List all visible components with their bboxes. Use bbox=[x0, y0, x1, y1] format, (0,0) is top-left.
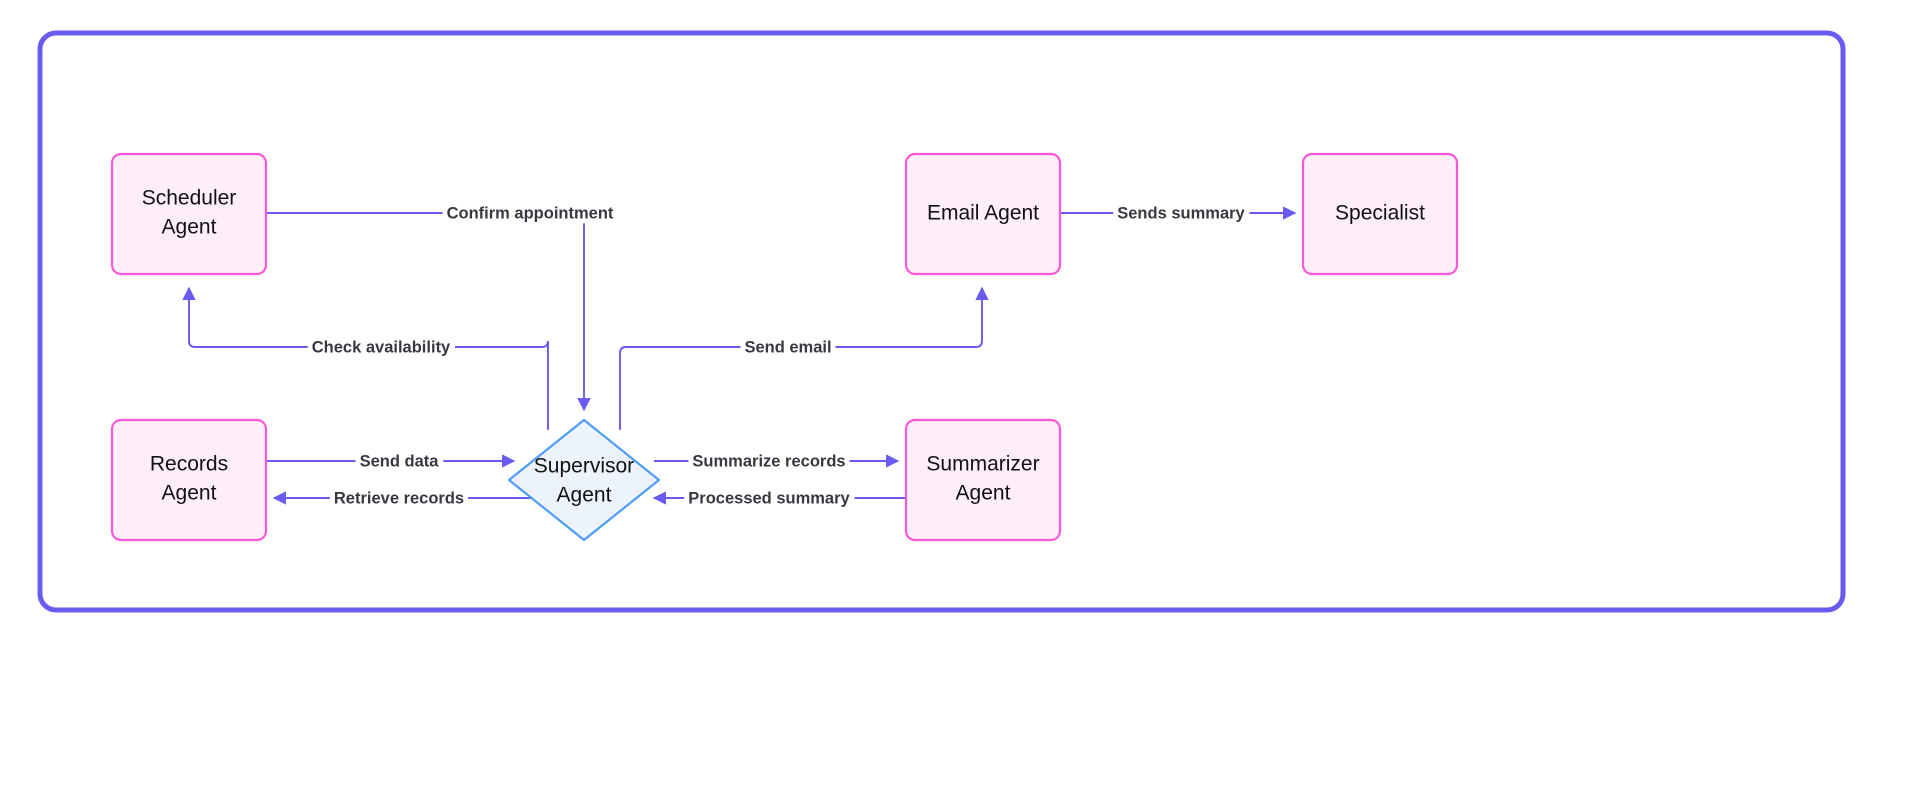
node-label-records-agent-line2: Agent bbox=[162, 482, 217, 505]
edge-label-bg-check-availability bbox=[307, 337, 456, 358]
edge-label-bg-sends-summary bbox=[1113, 203, 1250, 224]
edge-label-bg-confirm-appointment bbox=[442, 203, 618, 224]
node-shape-specialist[interactable] bbox=[1301, 152, 1459, 276]
edge-label-send-data: Send data bbox=[360, 452, 440, 470]
node-label-scheduler-agent-line2: Agent bbox=[162, 216, 217, 239]
edge-label-send-email: Send email bbox=[744, 338, 831, 356]
edge-label-summarize-records: Summarize records bbox=[692, 452, 845, 470]
node-label-specialist-line1: Specialist bbox=[1335, 202, 1425, 225]
node-email-agent[interactable]: Email Agent bbox=[904, 152, 1062, 276]
edge-label-bg-send-email bbox=[740, 337, 836, 358]
node-label-summarizer-agent-line2: Agent bbox=[956, 482, 1011, 505]
node-label-scheduler-agent-line1: Scheduler bbox=[142, 187, 237, 210]
edge-path-send-email bbox=[619, 286, 989, 430]
edge-retrieve-records: Retrieve records bbox=[272, 488, 540, 509]
edge-label-bg-processed-summary bbox=[684, 488, 855, 509]
edge-label-processed-summary: Processed summary bbox=[688, 489, 850, 507]
node-summarizer-agent[interactable]: Summarizer Agent bbox=[904, 418, 1062, 542]
edge-send-data: Send data bbox=[266, 451, 516, 472]
node-supervisor-agent[interactable]: Supervisor Agent bbox=[507, 418, 661, 542]
edge-label-sends-summary: Sends summary bbox=[1117, 204, 1245, 222]
edge-confirm-appointment: Confirm appointment bbox=[266, 203, 618, 412]
diagram-frame bbox=[37, 30, 1846, 613]
edge-label-retrieve-records: Retrieve records bbox=[334, 489, 464, 507]
edge-sends-summary: Sends summary bbox=[1060, 203, 1297, 224]
node-shape-summarizer-agent[interactable] bbox=[904, 418, 1062, 542]
node-shape-scheduler-agent[interactable] bbox=[110, 152, 268, 276]
node-specialist[interactable]: Specialist bbox=[1301, 152, 1459, 276]
edge-label-confirm-appointment: Confirm appointment bbox=[447, 204, 614, 222]
edge-check-availability: Check availability bbox=[182, 286, 549, 430]
edge-label-check-availability: Check availability bbox=[312, 338, 451, 356]
node-shape-supervisor-agent[interactable] bbox=[507, 418, 661, 542]
node-label-supervisor-agent-line1: Supervisor bbox=[534, 455, 634, 478]
edge-path-confirm-appointment bbox=[266, 212, 591, 412]
node-label-email-agent-line1: Email Agent bbox=[927, 202, 1039, 225]
edge-summarize-records: Summarize records bbox=[654, 451, 900, 472]
node-scheduler-agent[interactable]: Scheduler Agent bbox=[110, 152, 268, 276]
edge-label-bg-retrieve-records bbox=[329, 488, 469, 509]
node-label-summarizer-agent-line1: Summarizer bbox=[926, 453, 1039, 476]
edge-processed-summary: Processed summary bbox=[652, 488, 906, 509]
node-shape-records-agent[interactable] bbox=[110, 418, 268, 542]
node-label-supervisor-agent-line2: Agent bbox=[557, 484, 612, 507]
node-shape-email-agent[interactable] bbox=[904, 152, 1062, 276]
edge-path-check-availability bbox=[182, 286, 549, 430]
edge-label-bg-summarize-records bbox=[688, 451, 850, 472]
node-records-agent[interactable]: Records Agent bbox=[110, 418, 268, 542]
edge-send-email: Send email bbox=[619, 286, 989, 430]
edge-label-bg-send-data bbox=[355, 451, 444, 472]
node-label-records-agent-line1: Records bbox=[150, 453, 228, 476]
